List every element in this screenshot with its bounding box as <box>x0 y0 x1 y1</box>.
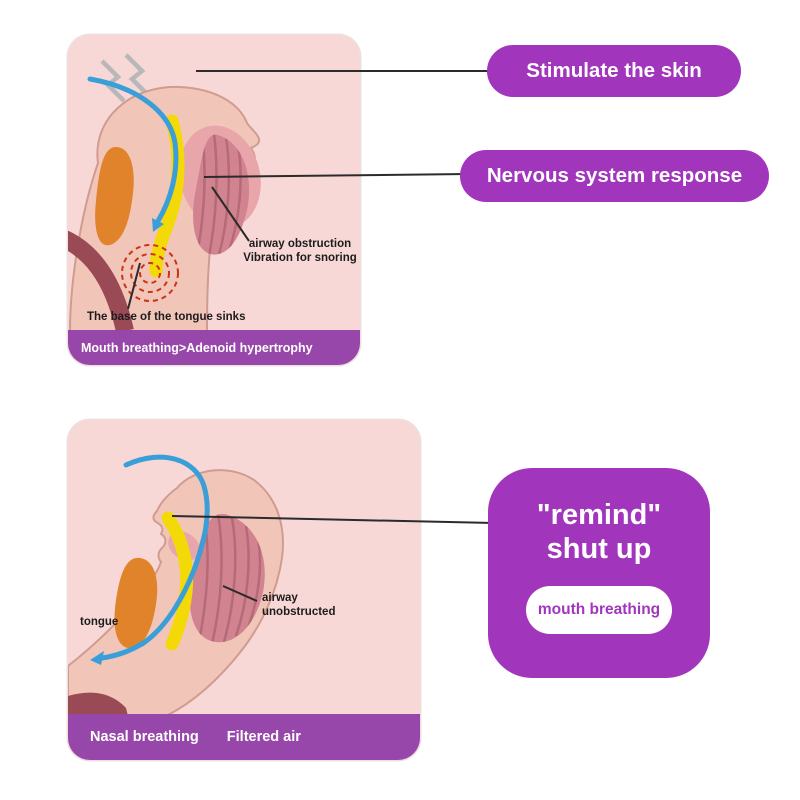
snoring-anatomy-illustration <box>68 53 261 331</box>
airflow-arrow-icon <box>87 76 179 232</box>
callout-stimulate-skin-label: Stimulate the skin <box>526 59 702 82</box>
tongue-shape <box>114 557 158 649</box>
callout-nervous-system: Nervous system response <box>460 150 769 202</box>
label-airway-unobstructed-line2: unobstructed <box>262 606 336 619</box>
nasal-anatomy-illustration <box>68 454 284 716</box>
mouth-breathing-pill: mouth breathing <box>526 586 672 634</box>
caption-filtered-air: Filtered air <box>226 729 301 745</box>
label-airway-unobstructed-line1: airway <box>262 592 298 604</box>
caption-bar-bottom: Nasal breathing Filtered air <box>68 714 420 760</box>
mouth-breathing-pill-label: mouth breathing <box>537 601 661 618</box>
panel-nasal-breathing: Nasal breathing Filtered air <box>68 420 420 760</box>
caption-nasal-breathing: Nasal breathing <box>90 729 199 745</box>
airflow-arrow-icon <box>90 454 210 665</box>
callout-remind-shut-up: "remind" shut up mouth breathing <box>488 468 710 678</box>
remind-text-line2: shut up <box>546 533 652 566</box>
label-tongue: tongue <box>80 616 119 628</box>
panel-mouth-breathing: Mouth breathing>Adenoid hypertrophy <box>68 35 360 365</box>
callout-stimulate-skin: Stimulate the skin <box>487 45 741 97</box>
esophagus-band-shape <box>68 230 134 331</box>
caption-top: Mouth breathing>Adenoid hypertrophy <box>81 340 313 355</box>
tongue-base-shape <box>95 147 134 246</box>
esophagus-band-shape <box>68 692 128 716</box>
label-airway-obstruction-line2: Vibration for snoring <box>243 252 357 265</box>
callout-nervous-system-label: Nervous system response <box>486 164 743 187</box>
stimulation-zigzag-icon <box>100 53 150 103</box>
remind-text-line1: "remind" <box>536 499 662 531</box>
throat-muscle-shape <box>189 514 265 643</box>
label-airway-unobstructed: airway unobstructed <box>262 591 335 620</box>
label-airway-obstruction: airway obstruction Vibration for snoring <box>232 237 368 266</box>
label-airway-obstruction-line1: airway obstruction <box>248 238 352 250</box>
caption-bar-top: Mouth breathing>Adenoid hypertrophy <box>68 330 360 365</box>
label-tongue-base: The base of the tongue sinks <box>87 311 246 323</box>
